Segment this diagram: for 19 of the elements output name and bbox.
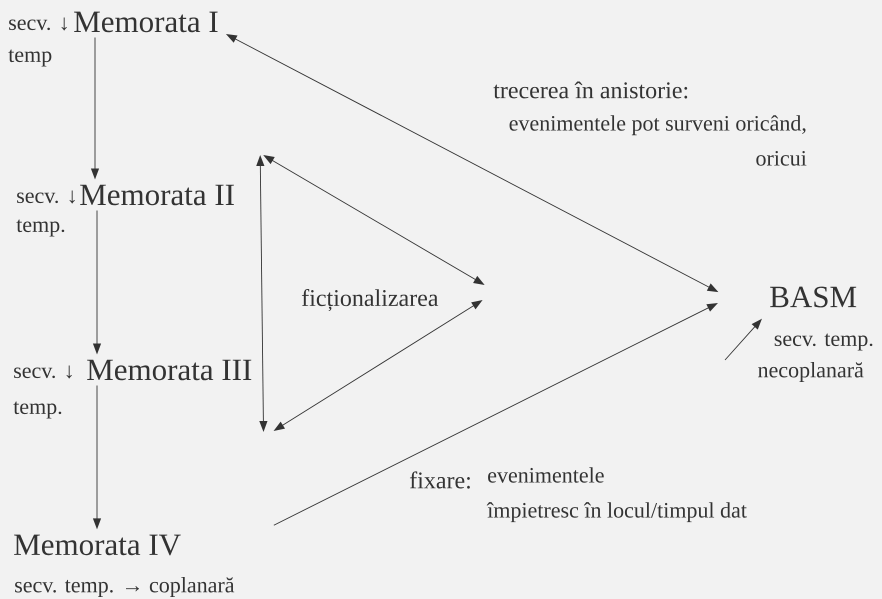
annotation-text: necoplanară <box>758 362 864 382</box>
annotation-text: temp. <box>13 401 62 419</box>
title-text: Memorata III <box>87 360 252 380</box>
annotation-text: trecerea în anistorie: <box>493 81 688 99</box>
annotation-text: secv. temp. → coplanară <box>15 577 234 597</box>
title-text: Memorata I <box>74 12 218 32</box>
annotation-text: secv. temp. <box>774 333 872 351</box>
annotation-text: evenimentele împietresc în locul/timpul dat <box>486 467 747 522</box>
annotation-text: secv. ↓ <box>14 365 72 379</box>
annotation-text: fixare: <box>410 471 470 489</box>
annotation-text: temp. <box>16 219 64 237</box>
annotation-text: evenimentele pot surveni oricând, oricui <box>510 115 806 166</box>
title-text: BASM <box>770 286 856 308</box>
annotation-text: secv. ↓ <box>17 190 75 204</box>
annotation-text: secv. ↓ <box>9 17 67 30</box>
title-text: Memorata II <box>80 184 234 206</box>
annotation-text: temp <box>8 49 52 67</box>
title-text: Memorata IV <box>14 534 181 556</box>
title-text: ficționalizarea <box>302 289 438 311</box>
